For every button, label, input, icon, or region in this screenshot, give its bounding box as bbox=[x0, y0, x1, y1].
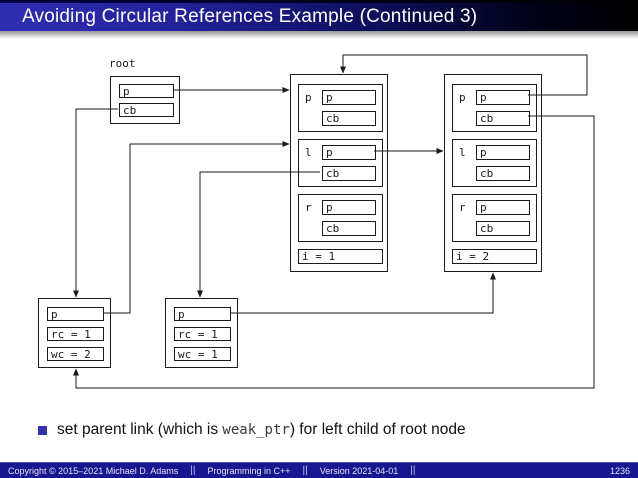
arrow-rootcb-to-cb1 bbox=[73, 108, 118, 298]
footer-version: Version 2021-04-01 bbox=[319, 465, 399, 476]
cb2-field-wc: wc = 1 bbox=[174, 347, 231, 361]
node2-tag-l: l bbox=[459, 146, 466, 159]
node2-tag-r: r bbox=[459, 201, 466, 214]
node1-record-l: l p cb bbox=[298, 139, 383, 187]
title-bar: Avoiding Circular References Example (Co… bbox=[0, 0, 638, 31]
cb2-field-rc: rc = 1 bbox=[174, 327, 231, 341]
node2-p-field-cb: cb bbox=[476, 111, 530, 126]
cb1-field-p: p bbox=[47, 307, 104, 321]
node1-p-field-cb: cb bbox=[322, 111, 376, 126]
footer-separator: || bbox=[302, 465, 308, 476]
node2-i-field: i = 2 bbox=[452, 249, 537, 264]
page-number: 1236 bbox=[609, 465, 630, 476]
node2-record-p: p p cb bbox=[452, 84, 537, 132]
footer-separator: || bbox=[410, 465, 416, 476]
node1-tag-r: r bbox=[305, 201, 312, 214]
cb1-field-rc: rc = 1 bbox=[47, 327, 104, 341]
node1-l-field-cb: cb bbox=[322, 166, 376, 181]
node1-r-field-cb: cb bbox=[322, 221, 376, 236]
root-node: p cb bbox=[110, 76, 180, 124]
bullet-square-icon bbox=[38, 426, 47, 435]
title-bar-top-stripe bbox=[0, 0, 638, 3]
node1-i-field: i = 1 bbox=[298, 249, 383, 264]
root-label: root bbox=[109, 57, 136, 70]
node1-tag-p: p bbox=[305, 91, 312, 104]
node-2: p p cb l p cb r p cb i = 2 bbox=[444, 74, 542, 272]
bullet-text: set parent link (which is weak_ptr) for … bbox=[57, 419, 466, 441]
footer-course: Programming in C++ bbox=[207, 465, 291, 476]
node1-record-r: r p cb bbox=[298, 194, 383, 242]
footer-copyright: Copyright © 2015–2021 Michael D. Adams bbox=[8, 465, 179, 476]
node2-record-l: l p cb bbox=[452, 139, 537, 187]
node1-r-field-p: p bbox=[322, 200, 376, 215]
node1-l-field-p: p bbox=[322, 145, 376, 160]
node2-r-field-cb: cb bbox=[476, 221, 530, 236]
node2-tag-p: p bbox=[459, 91, 466, 104]
node2-record-r: r p cb bbox=[452, 194, 537, 242]
root-field-cb: cb bbox=[119, 103, 174, 117]
title-shadow-strip bbox=[0, 31, 638, 39]
bullet-text-code: weak_ptr bbox=[222, 422, 290, 438]
bullet-item: set parent link (which is weak_ptr) for … bbox=[38, 419, 618, 441]
cb1-field-wc: wc = 2 bbox=[47, 347, 104, 361]
page-title: Avoiding Circular References Example (Co… bbox=[22, 6, 478, 27]
arrow-cb1p-to-node1 bbox=[103, 141, 290, 314]
node1-record-p: p p cb bbox=[298, 84, 383, 132]
node2-l-field-p: p bbox=[476, 145, 530, 160]
node1-tag-l: l bbox=[305, 146, 312, 159]
root-field-p: p bbox=[119, 84, 174, 98]
bullet-text-pre: set parent link (which is bbox=[57, 421, 223, 438]
node2-l-field-cb: cb bbox=[476, 166, 530, 181]
arrow-cb2p-to-node2 bbox=[230, 272, 496, 314]
node2-p-field-p: p bbox=[476, 90, 530, 105]
footer-bar: Copyright © 2015–2021 Michael D. Adams |… bbox=[0, 462, 638, 478]
cb2-field-p: p bbox=[174, 307, 231, 321]
footer-separator: || bbox=[190, 465, 196, 476]
control-block-1: p rc = 1 wc = 2 bbox=[38, 298, 111, 368]
node2-r-field-p: p bbox=[476, 200, 530, 215]
control-block-2: p rc = 1 wc = 1 bbox=[165, 298, 238, 368]
node1-p-field-p: p bbox=[322, 90, 376, 105]
bullet-text-post: ) for left child of root node bbox=[289, 421, 466, 438]
node-1: p p cb l p cb r p cb i = 1 bbox=[290, 74, 388, 272]
